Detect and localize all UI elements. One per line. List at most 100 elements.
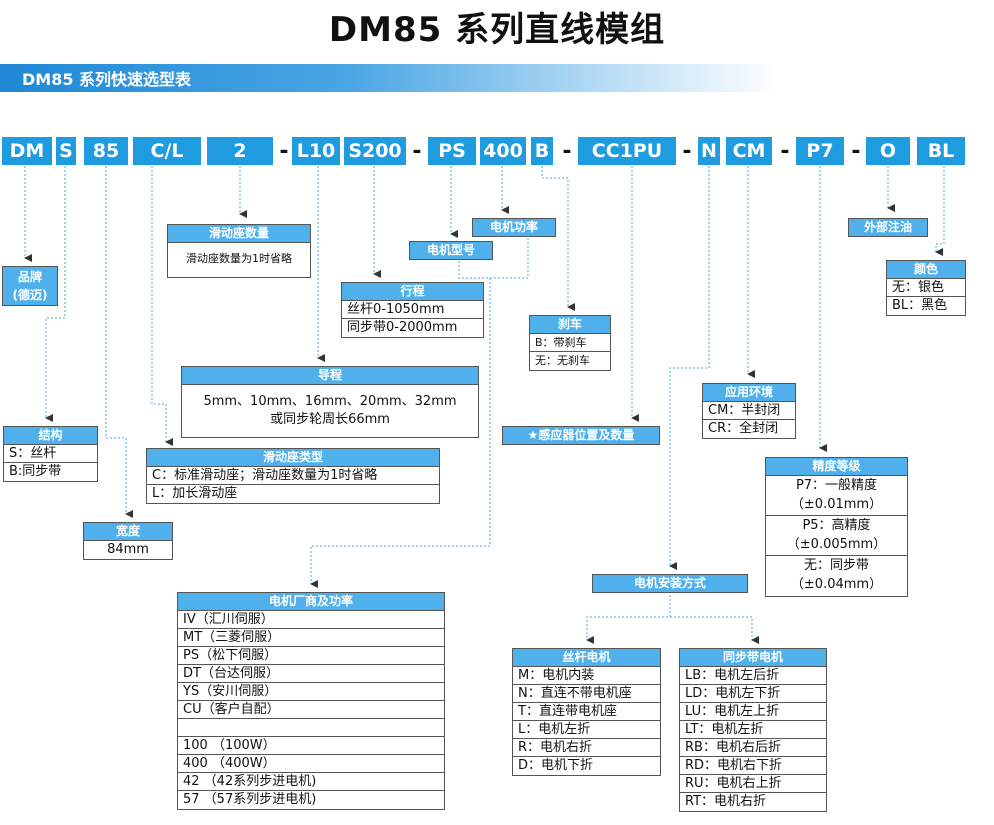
slide-count-header: 滑动座数量 [168, 225, 310, 243]
structure-header: 结构 [4, 427, 97, 445]
code-n: N [698, 137, 720, 165]
motor-model-tag: 电机型号 [409, 241, 493, 260]
width-header: 宽度 [84, 523, 172, 541]
code-s200: S200 [344, 137, 406, 165]
code-s: S [56, 137, 76, 165]
structure-box: 结构 S：丝杆 B:同步带 [3, 426, 98, 482]
belt-motor-row: RU：电机右上折 [680, 775, 826, 793]
belt-motor-row: RD：电机右下折 [680, 757, 826, 775]
motor-mfr-row: MT（三菱伺服） [178, 629, 444, 647]
structure-row: S：丝杆 [4, 445, 97, 463]
stroke-header: 行程 [342, 283, 483, 301]
slide-type-row: C：标准滑动座；滑动座数量为1时省略 [147, 467, 439, 485]
belt-motor-row: LU：电机左上折 [680, 703, 826, 721]
motor-mfr-row: 100 （100W） [178, 737, 444, 755]
motor-mfr-row [178, 719, 444, 737]
code-cc1pu: CC1PU [578, 137, 676, 165]
belt-motor-row: RT：电机右折 [685, 794, 767, 809]
brand-value: (德迈) [12, 288, 48, 302]
lead-line: 5mm、10mm、16mm、20mm、32mm [203, 394, 457, 409]
motor-mfr-row: CU（客户自配） [178, 701, 444, 719]
lead-header: 导程 [182, 367, 478, 385]
motor-mfr-row: 57 （57系列步进电机) [183, 792, 317, 807]
slide-type-row: L：加长滑动座 [152, 486, 238, 501]
oil-tag: 外部注油 [848, 218, 928, 237]
stroke-box: 行程 丝杆0-1050mm 同步带0-2000mm [341, 282, 484, 338]
slide-type-header: 滑动座类型 [147, 449, 439, 467]
subtitle: DM85 系列快速选型表 [22, 70, 192, 89]
color-row: 无：银色 [887, 279, 965, 297]
screw-motor-row: L：电机左折 [513, 721, 660, 739]
precision-row: （±0.04mm） [790, 577, 883, 592]
color-row: BL：黑色 [892, 298, 948, 313]
color-box: 颜色 无：银色 BL：黑色 [886, 260, 966, 316]
code-p7: P7 [796, 137, 844, 165]
code-o: O [866, 137, 910, 165]
code-85: 85 [84, 137, 128, 165]
brand-box: 品牌 (德迈) [2, 266, 58, 306]
belt-motor-row: RB：电机右后折 [680, 739, 826, 757]
screw-motor-header: 丝杆电机 [513, 649, 660, 667]
belt-motor-row: LB：电机左后折 [680, 667, 826, 685]
motor-power-tag: 电机功率 [472, 218, 556, 237]
sensor-tag: ★感应器位置及数量 [502, 426, 660, 445]
precision-row: P5：高精度 [802, 518, 871, 533]
env-row: CR：全封闭 [708, 421, 779, 436]
code-400: 400 [480, 137, 526, 165]
brake-header: 刹车 [530, 316, 610, 334]
screw-motor-row: M：电机内装 [513, 667, 660, 685]
motor-mount-tag: 电机安装方式 [592, 574, 748, 593]
precision-row: P7：一般精度 [795, 478, 878, 493]
code-cl: C/L [133, 137, 201, 165]
width-box: 宽度 84mm [83, 522, 173, 560]
belt-motor-row: LT：电机左折 [680, 721, 826, 739]
screw-motor-row: T：直连带电机座 [513, 703, 660, 721]
precision-row: 无：同步带 [803, 558, 869, 573]
precision-header: 精度等级 [766, 458, 907, 476]
subtitle-bar [0, 64, 780, 92]
code-2: 2 [207, 137, 273, 165]
precision-row: （±0.01mm） [766, 496, 907, 516]
structure-row: B:同步带 [9, 464, 62, 479]
stroke-row: 同步带0-2000mm [347, 320, 458, 335]
env-box: 应用环境 CM：半封闭 CR：全封闭 [702, 383, 796, 439]
precision-box: 精度等级 P7：一般精度 （±0.01mm） P5：高精度 （±0.005mm）… [765, 457, 908, 597]
motor-mfr-box: 电机厂商及功率 IV（汇川伺服） MT（三菱伺服） PS（松下伺服） DT（台达… [177, 592, 445, 810]
belt-motor-row: LD：电机左下折 [680, 685, 826, 703]
code-dash: - [682, 138, 692, 164]
code-b: B [531, 137, 553, 165]
code-bl: BL [917, 137, 965, 165]
slide-count-box: 滑动座数量 滑动座数量为1时省略 [167, 224, 311, 278]
color-header: 颜色 [887, 261, 965, 279]
belt-motor-box: 同步带电机 LB：电机左后折 LD：电机左下折 LU：电机左上折 LT：电机左折… [679, 648, 827, 812]
brake-box: 刹车 B：带刹车 无：无刹车 [529, 315, 611, 371]
lead-box: 导程 5mm、10mm、16mm、20mm、32mm 或同步轮周长66mm [181, 366, 479, 438]
code-dm: DM [2, 137, 52, 165]
lead-line: 或同步轮周长66mm [270, 412, 390, 427]
motor-mfr-header: 电机厂商及功率 [178, 593, 444, 611]
env-header: 应用环境 [703, 384, 795, 402]
stroke-row: 丝杆0-1050mm [342, 301, 483, 319]
code-dash: - [412, 138, 422, 164]
precision-row: （±0.005mm） [766, 536, 907, 556]
env-row: CM：半封闭 [703, 402, 795, 420]
page-title: DM85 系列直线模组 [328, 10, 666, 50]
code-dash: - [562, 138, 572, 164]
brake-row: B：带刹车 [530, 334, 610, 352]
motor-mfr-row: DT（台达伺服） [178, 665, 444, 683]
code-dash: - [851, 138, 861, 164]
screw-motor-row: R：电机右折 [513, 739, 660, 757]
screw-motor-row: D：电机下折 [518, 758, 594, 773]
motor-mfr-row: 400 （400W） [178, 755, 444, 773]
slide-count-value: 滑动座数量为1时省略 [186, 252, 292, 265]
code-l10: L10 [292, 137, 340, 165]
screw-motor-row: N：直连不带电机座 [513, 685, 660, 703]
motor-mfr-row: PS（松下伺服） [178, 647, 444, 665]
motor-mfr-row: IV（汇川伺服） [178, 611, 444, 629]
motor-mfr-row: 42 （42系列步进电机) [178, 773, 444, 791]
brand-label: 品牌 [17, 270, 42, 284]
motor-mfr-row: YS（安川伺服） [178, 683, 444, 701]
screw-motor-box: 丝杆电机 M：电机内装 N：直连不带电机座 T：直连带电机座 L：电机左折 R：… [512, 648, 661, 776]
slide-type-box: 滑动座类型 C：标准滑动座；滑动座数量为1时省略 L：加长滑动座 [146, 448, 440, 504]
